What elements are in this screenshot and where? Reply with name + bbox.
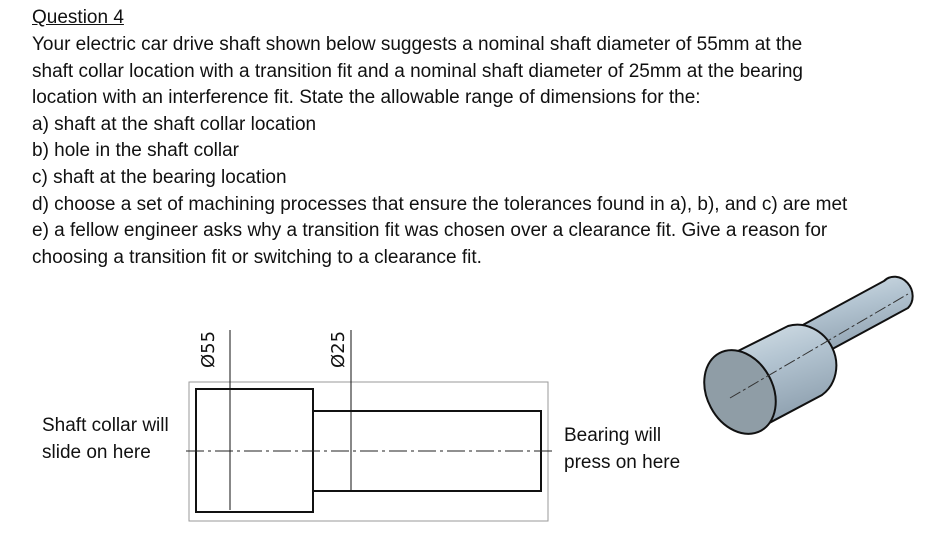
part-a: a) shaft at the shaft collar location [32,113,317,135]
shaft-3d-render [703,275,914,435]
question-line: location with an interference fit. State… [32,87,701,109]
dim-label-55: Ø55 [198,331,219,368]
part-e-continued: choosing a transition fit or switching t… [32,246,482,268]
collar-note: Shaft collar will slide on here [42,412,169,466]
question-line: shaft collar location with a transition … [32,60,803,82]
part-c: c) shaft at the bearing location [32,166,287,188]
dim-label-25: Ø25 [328,331,349,368]
part-b: b) hole in the shaft collar [32,140,240,162]
part-e: e) a fellow engineer asks why a transiti… [32,220,828,242]
question-heading: Question 4 [32,7,124,28]
collar-note-line: slide on here [42,442,151,463]
collar-note-line: Shaft collar will [42,415,169,436]
question-line: Your electric car drive shaft shown belo… [32,34,803,55]
bearing-note-line: press on here [564,452,681,473]
bearing-note-line: Bearing will [564,425,662,446]
question-text: Your electric car drive shaft shown belo… [32,32,932,271]
part-d: d) choose a set of machining processes t… [32,193,848,215]
bearing-note: Bearing will press on here [564,422,680,476]
shaft-axis [729,293,909,399]
